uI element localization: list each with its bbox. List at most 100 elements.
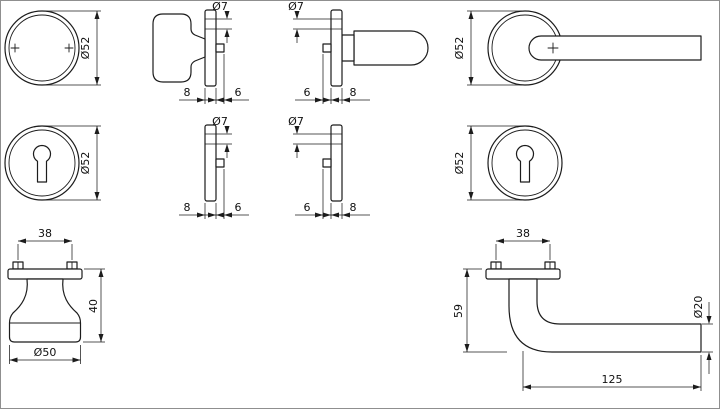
fig-knob-side: Ø7 8 6 (152, 1, 249, 104)
dim-label-screw-spacing: 38 (516, 227, 530, 240)
dim-label-knob-height: 40 (87, 299, 100, 313)
dim-label-spindle-offset: 6 (235, 86, 242, 99)
dim-lines (205, 12, 232, 43)
spindle-stub (322, 43, 332, 53)
dim-lines (9, 345, 81, 364)
dim-label-rose-thickness: 8 (350, 201, 357, 214)
dim-label-rose-diameter: Ø52 (79, 37, 92, 60)
dim-label-spindle-offset: 6 (235, 201, 242, 214)
screw-slots (495, 261, 551, 270)
fig-escutcheon-front-right: Ø52 (453, 125, 563, 201)
dim-label-grip-diameter: Ø20 (692, 296, 705, 319)
dim-arrows (197, 97, 232, 103)
dim-label-hole-diameter: Ø7 (212, 1, 228, 13)
fig-lever-rose-front: Ø52 (453, 10, 702, 86)
dim-fixing-hole: Ø7 (205, 115, 232, 158)
dim-label-hole-diameter: Ø7 (288, 1, 304, 13)
fig-knob-rose-front: Ø52 (4, 10, 101, 86)
dim-fixing-hole: Ø7 (288, 1, 342, 43)
dim-fixing-hole: Ø7 (205, 1, 232, 43)
dim-label-rose-diameter: Ø52 (453, 152, 466, 175)
dim-arrows (294, 11, 300, 37)
dim-label-lever-height: 59 (452, 304, 465, 318)
dim-lines (293, 12, 342, 43)
dim-lines (467, 10, 522, 86)
cylinder-keyhole (515, 144, 535, 183)
lever-grip-side (353, 30, 429, 66)
dim-label-screw-spacing: 38 (38, 227, 52, 240)
lever-handle-profile (508, 278, 702, 353)
dim-arrows (94, 11, 100, 85)
dim-arrows (224, 11, 230, 37)
dim-thickness-offset: 6 8 (295, 169, 370, 219)
dim-lines (495, 240, 551, 260)
fig-lever-side: Ø7 6 8 (288, 1, 429, 104)
rose-flange (7, 268, 83, 280)
dim-arrows (315, 212, 350, 218)
rose-inner-circle (8, 14, 76, 82)
escutcheon-inner-circle (8, 129, 76, 197)
fig-escutcheon-side-right: Ø7 6 8 (288, 115, 370, 219)
rose-outer-circle (4, 10, 80, 86)
dim-screw-spacing: 38 (17, 227, 73, 260)
dim-screw-spacing: 38 (495, 227, 551, 260)
dim-label-grip-length: 125 (602, 373, 623, 386)
knob-body-profile (8, 278, 82, 343)
fig-lever-profile: 38 59 Ø20 125 (452, 227, 713, 391)
knob-profile (152, 13, 206, 83)
dim-thickness-offset: 8 6 (179, 169, 249, 219)
escutcheon-inner-circle (491, 129, 559, 197)
dim-lever-height: 59 (452, 268, 507, 353)
fig-knob-profile: 38 40 Ø50 (7, 227, 105, 364)
dim-arrows (98, 269, 104, 342)
lever-grip-front (528, 35, 702, 61)
fig-escutcheon-front-left: Ø52 (4, 125, 101, 201)
dim-arrows (706, 316, 712, 360)
screw-cross-marks (10, 43, 74, 53)
dim-arrows (94, 126, 100, 200)
dim-grip-diameter: Ø20 (692, 296, 713, 374)
dim-label-rose-thickness: 8 (184, 201, 191, 214)
dim-grip-length: 125 (522, 351, 702, 391)
cylinder-keyhole (32, 144, 52, 183)
dim-lines (17, 240, 73, 260)
dim-arrows (224, 126, 230, 152)
escutcheon-plate-side (204, 124, 217, 202)
rose-plate-side (204, 9, 217, 87)
dim-thickness-offset: 6 8 (295, 54, 370, 104)
escutcheon-plate-side (330, 124, 343, 202)
fig-escutcheon-side-left: Ø7 8 6 (179, 115, 249, 219)
dim-label-spindle-offset: 6 (304, 201, 311, 214)
cylinder-stub (215, 158, 225, 168)
dim-arrows (197, 212, 232, 218)
dim-lines (522, 351, 702, 391)
dim-knob-base-diameter: Ø50 (9, 345, 81, 364)
dim-label-rose-thickness: 8 (184, 86, 191, 99)
dim-label-hole-diameter: Ø7 (288, 115, 304, 128)
dim-label-hole-diameter: Ø7 (212, 115, 228, 128)
dim-label-rose-diameter: Ø52 (453, 37, 466, 60)
dim-arrows (315, 97, 350, 103)
dim-arrows (294, 126, 300, 152)
dim-arrows (9, 357, 81, 363)
dim-fixing-hole: Ø7 (288, 115, 342, 158)
dim-arrows (468, 126, 474, 200)
dim-label-knob-base-diameter: Ø50 (34, 346, 57, 359)
spindle-cross-mark (547, 42, 559, 54)
dim-rose-diameter: Ø52 (453, 125, 522, 201)
dim-lines (45, 125, 101, 201)
screw-slots (17, 261, 73, 270)
dim-knob-height: 40 (83, 268, 105, 343)
dim-label-rose-thickness: 8 (350, 86, 357, 99)
dim-rose-diameter: Ø52 (45, 10, 101, 86)
lever-neck-side (341, 34, 355, 62)
dim-arrows (468, 11, 474, 85)
dim-lines (293, 127, 342, 158)
dim-lines (702, 302, 713, 374)
dim-lines (205, 127, 232, 158)
dim-lines (463, 268, 507, 353)
dim-label-rose-diameter: Ø52 (79, 152, 92, 175)
dim-label-spindle-offset: 6 (304, 86, 311, 99)
